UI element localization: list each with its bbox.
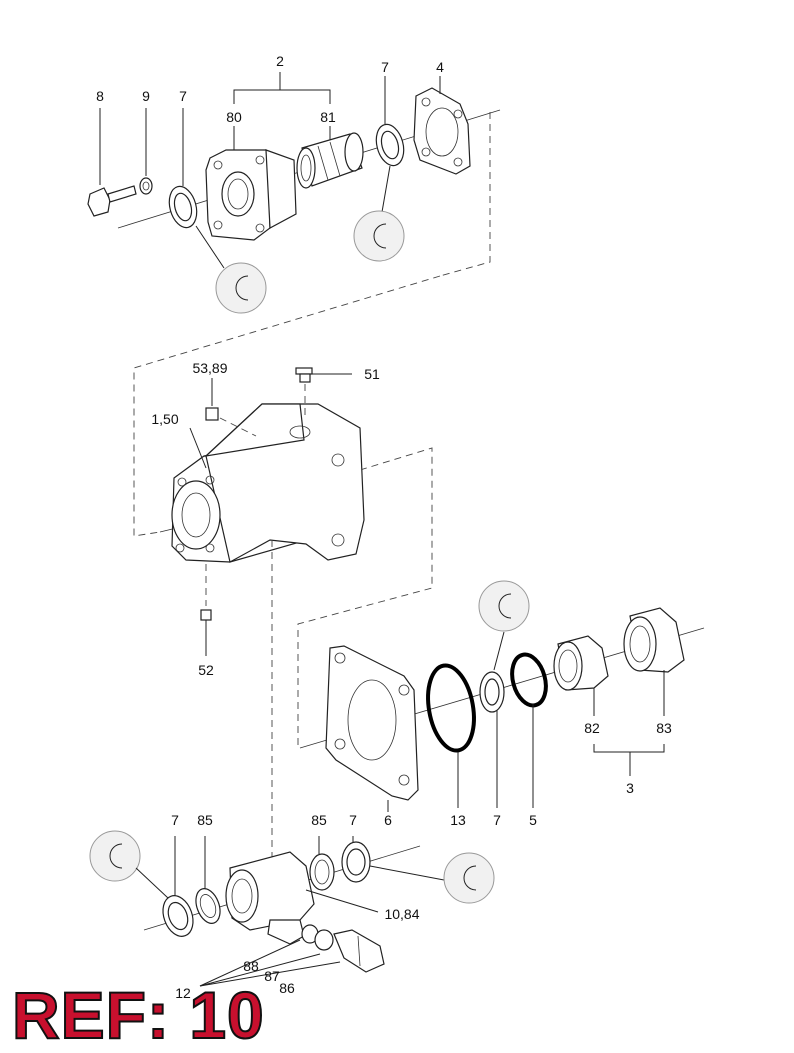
o-ring-part [510, 652, 548, 708]
top-assembly: 2 8 9 7 80 81 7 4 [87, 53, 501, 314]
label-82: 82 [584, 720, 600, 736]
label-10-84: 10,84 [384, 906, 419, 922]
label-80: 80 [226, 109, 242, 125]
label-3: 3 [626, 780, 634, 796]
ring-part [309, 836, 335, 891]
washer-part [139, 108, 153, 195]
flange-part [205, 126, 297, 241]
label-7: 7 [493, 812, 501, 828]
label-51: 51 [364, 366, 380, 382]
label-2: 2 [276, 53, 284, 69]
plug-part [205, 378, 257, 437]
right-assembly: 82 83 3 13 7 5 6 [299, 580, 705, 828]
sleeve-part [296, 126, 364, 189]
label-85: 85 [311, 812, 327, 828]
bushing-part [623, 607, 685, 716]
o-ring-part [426, 663, 476, 753]
label-7: 7 [171, 812, 179, 828]
retaining-ring-icon [353, 210, 405, 262]
label-7: 7 [381, 59, 389, 75]
label-9: 9 [142, 88, 150, 104]
label-87: 87 [264, 968, 280, 984]
label-7: 7 [179, 88, 187, 104]
bottom-assembly: 7 85 85 7 10,84 88 87 12 86 [89, 540, 495, 1001]
plug-part [200, 564, 212, 656]
retaining-ring-icon [443, 852, 495, 904]
plate-part [325, 645, 419, 812]
label-8: 8 [96, 88, 104, 104]
label-6: 6 [384, 812, 392, 828]
label-4: 4 [436, 59, 444, 75]
label-1-50: 1,50 [151, 411, 178, 427]
label-12: 12 [175, 985, 191, 1001]
seal-part [375, 76, 405, 213]
sleeve-part [553, 635, 609, 716]
seal-part [168, 108, 225, 269]
label-53-89: 53,89 [192, 360, 227, 376]
seal-part [162, 836, 194, 937]
gasket-part [413, 76, 471, 175]
label-86: 86 [279, 980, 295, 996]
label-83: 83 [656, 720, 672, 736]
fitting-part [301, 924, 385, 973]
label-85: 85 [197, 812, 213, 828]
retaining-ring-icon [89, 830, 141, 882]
reference-label: REF: 10 [11, 978, 265, 1052]
label-5: 5 [529, 812, 537, 828]
seal-part [479, 631, 505, 808]
label-88: 88 [243, 958, 259, 974]
label-81: 81 [320, 109, 336, 125]
bolt-part [87, 108, 137, 217]
plug-part [295, 367, 352, 416]
label-52: 52 [198, 662, 214, 678]
housing-assembly: 53,89 51 1,50 52 [133, 275, 441, 750]
label-7: 7 [349, 812, 357, 828]
label-13: 13 [450, 812, 466, 828]
retaining-ring-icon [478, 580, 530, 632]
ring-part [195, 836, 221, 924]
seal-part [341, 836, 445, 883]
retaining-ring-icon [215, 262, 267, 314]
bearing-housing-part [225, 851, 379, 945]
